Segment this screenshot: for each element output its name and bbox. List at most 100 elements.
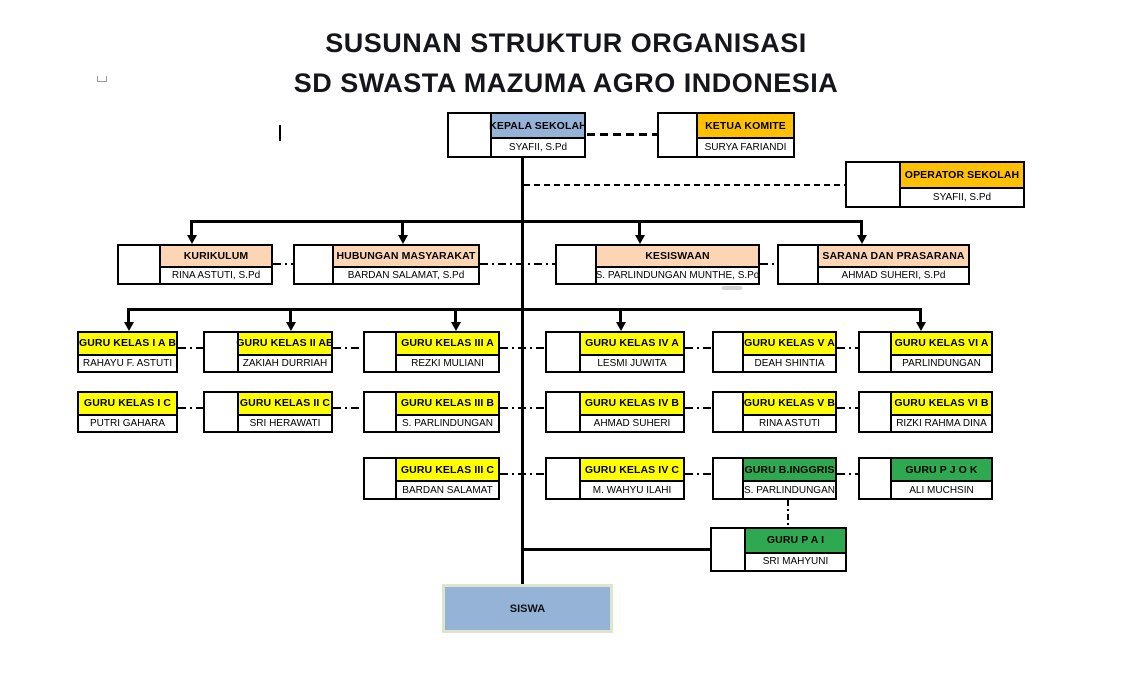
photo-cell: [714, 459, 744, 498]
connector-dashdot: [685, 473, 712, 475]
connector-dashdot: [273, 263, 293, 265]
node-name: RINA ASTUTI, S.Pd: [161, 268, 271, 283]
connector-dashdot: [500, 407, 545, 409]
node-title: KURIKULUM: [161, 246, 271, 269]
photo-cell: [547, 459, 581, 498]
node-guru-kelas-4b: GURU KELAS IV B AHMAD SUHERI: [545, 391, 685, 433]
photo-cell: [205, 393, 239, 431]
photo-cell: [205, 333, 239, 371]
node-title: HUBUNGAN MASYARAKAT: [334, 246, 478, 269]
node-name: M. WAHYU ILAHI: [581, 482, 683, 498]
arrow-down-icon: [451, 322, 461, 331]
node-guru-kelas-6a: GURU KELAS VI A PARLINDUNGAN: [858, 331, 993, 373]
node-name: RIZKI RAHMA DINA: [892, 415, 991, 431]
node-guru-kelas-6b: GURU KELAS VI B RIZKI RAHMA DINA: [858, 391, 993, 433]
node-ketua-komite: KETUA KOMITE SURYA FARIANDI: [657, 112, 795, 158]
node-name: LESMI JUWITA: [581, 355, 683, 371]
arrow-down-icon: [916, 322, 926, 331]
photo-cell: [365, 393, 397, 431]
node-title: GURU KELAS III A: [397, 333, 498, 356]
connector-dashed-kepala-komite: [587, 133, 657, 136]
photo-cell: [547, 333, 581, 371]
page-title-line1: SUSUNAN STRUKTUR ORGANISASI: [325, 28, 807, 58]
node-title: GURU KELAS II AB: [236, 333, 334, 356]
node-sarana-dan-prasarana: SARANA DAN PRASARANA AHMAD SUHERI, S.Pd: [777, 244, 970, 285]
node-title: GURU KELAS IV A: [581, 333, 683, 356]
node-guru-kelas-4a: GURU KELAS IV A LESMI JUWITA: [545, 331, 685, 373]
photo-cell: [295, 246, 334, 283]
connector-dashdot: [837, 347, 858, 349]
node-guru-pjok: GURU P J O K ALI MUCHSIN: [858, 457, 993, 500]
arrow-down-icon: [124, 322, 134, 331]
photo-cell: [860, 393, 892, 431]
connector-dashdot: [685, 407, 712, 409]
node-kepala-sekolah: KEPALA SEKOLAH SYAFII, S.Pd: [447, 112, 587, 158]
node-title: GURU KELAS III B: [397, 393, 498, 416]
node-guru-binggris: GURU B.INGGRIS S. PARLINDUNGAN: [712, 457, 837, 500]
node-title: GURU KELAS IV B: [581, 393, 683, 416]
node-name: SYAFII, S.Pd: [901, 188, 1023, 206]
connector-stub: [638, 220, 641, 236]
arrow-down-icon: [857, 235, 867, 244]
connector-dashdot: [500, 473, 545, 475]
arrow-down-icon: [398, 235, 408, 244]
node-guru-kelas-4c: GURU KELAS IV C M. WAHYU ILAHI: [545, 457, 685, 500]
connector-dashed-operator: [524, 184, 845, 186]
photo-cell: [119, 246, 161, 283]
connector-teachers-horizontal: [127, 308, 922, 311]
connector-stub: [127, 308, 130, 323]
node-title: GURU B.INGGRIS: [744, 459, 835, 483]
node-guru-kelas-5a: GURU KELAS V A DEAH SHINTIA: [712, 331, 837, 373]
node-title: KETUA KOMITE: [698, 114, 793, 140]
node-name: RAHAYU F. ASTUTI: [79, 355, 176, 371]
photo-cell: [779, 246, 819, 283]
arrow-down-icon: [616, 322, 626, 331]
node-title: GURU KELAS I C: [79, 393, 176, 416]
node-guru-kelas-3b: GURU KELAS III B S. PARLINDUNGAN: [363, 391, 500, 433]
connector-trunk-vertical: [521, 158, 524, 585]
connector-gpai-horizontal: [521, 548, 710, 551]
node-title: GURU KELAS III C: [397, 459, 498, 483]
photo-cell: [860, 333, 892, 371]
node-name: DEAH SHINTIA: [744, 355, 835, 371]
node-name: BARDAN SALAMAT, S.Pd: [334, 268, 478, 283]
page-title-line2: SD SWASTA MAZUMA AGRO INDONESIA: [293, 68, 839, 98]
node-name: AHMAD SUHERI, S.Pd: [819, 268, 968, 283]
node-title: GURU KELAS II C: [239, 393, 331, 416]
photo-cell: [365, 459, 397, 498]
photo-cell: [714, 333, 744, 371]
node-title: SARANA DAN PRASARANA: [819, 246, 968, 269]
connector-dashdot-vertical: [787, 500, 789, 527]
photo-cell: [547, 393, 581, 431]
connector-dashdot: [178, 347, 203, 349]
photo-cell: [714, 393, 744, 431]
connector-stub: [619, 308, 622, 323]
node-name: ZAKIAH DURRIAH: [239, 355, 331, 371]
node-guru-kelas-3c: GURU KELAS III C BARDAN SALAMAT: [363, 457, 500, 500]
photo-cell: [860, 459, 892, 498]
connector-stub: [860, 220, 863, 236]
node-operator-sekolah: OPERATOR SEKOLAH SYAFII, S.Pd: [845, 161, 1025, 208]
node-name: BARDAN SALAMAT: [397, 482, 498, 498]
photo-cell: [365, 333, 397, 371]
stray-mark-cursor: [279, 125, 281, 141]
node-title: KEPALA SEKOLAH: [489, 114, 587, 140]
node-name: PUTRI GAHARA: [79, 415, 176, 431]
node-name: AHMAD SUHERI: [581, 415, 683, 431]
node-title: GURU KELAS V B: [744, 393, 835, 416]
connector-stub: [289, 308, 292, 323]
node-title: GURU P A I: [746, 529, 845, 554]
node-hubungan-masyarakat: HUBUNGAN MASYARAKAT BARDAN SALAMAT, S.Pd: [293, 244, 480, 285]
connector-dashdot: [178, 407, 203, 409]
stray-mark-bracket: [97, 76, 107, 82]
arrow-down-icon: [286, 322, 296, 331]
photo-cell: [557, 246, 597, 283]
node-kurikulum: KURIKULUM RINA ASTUTI, S.Pd: [117, 244, 273, 285]
node-title: GURU KELAS V A: [744, 333, 835, 356]
node-guru-kelas-2c: GURU KELAS II C SRI HERAWATI: [203, 391, 333, 433]
node-guru-kelas-3a: GURU KELAS III A REZKI MULIANI: [363, 331, 500, 373]
node-siswa: SISWA: [442, 584, 613, 633]
node-name: SRI HERAWATI: [239, 415, 331, 431]
node-name: REZKI MULIANI: [397, 355, 498, 371]
